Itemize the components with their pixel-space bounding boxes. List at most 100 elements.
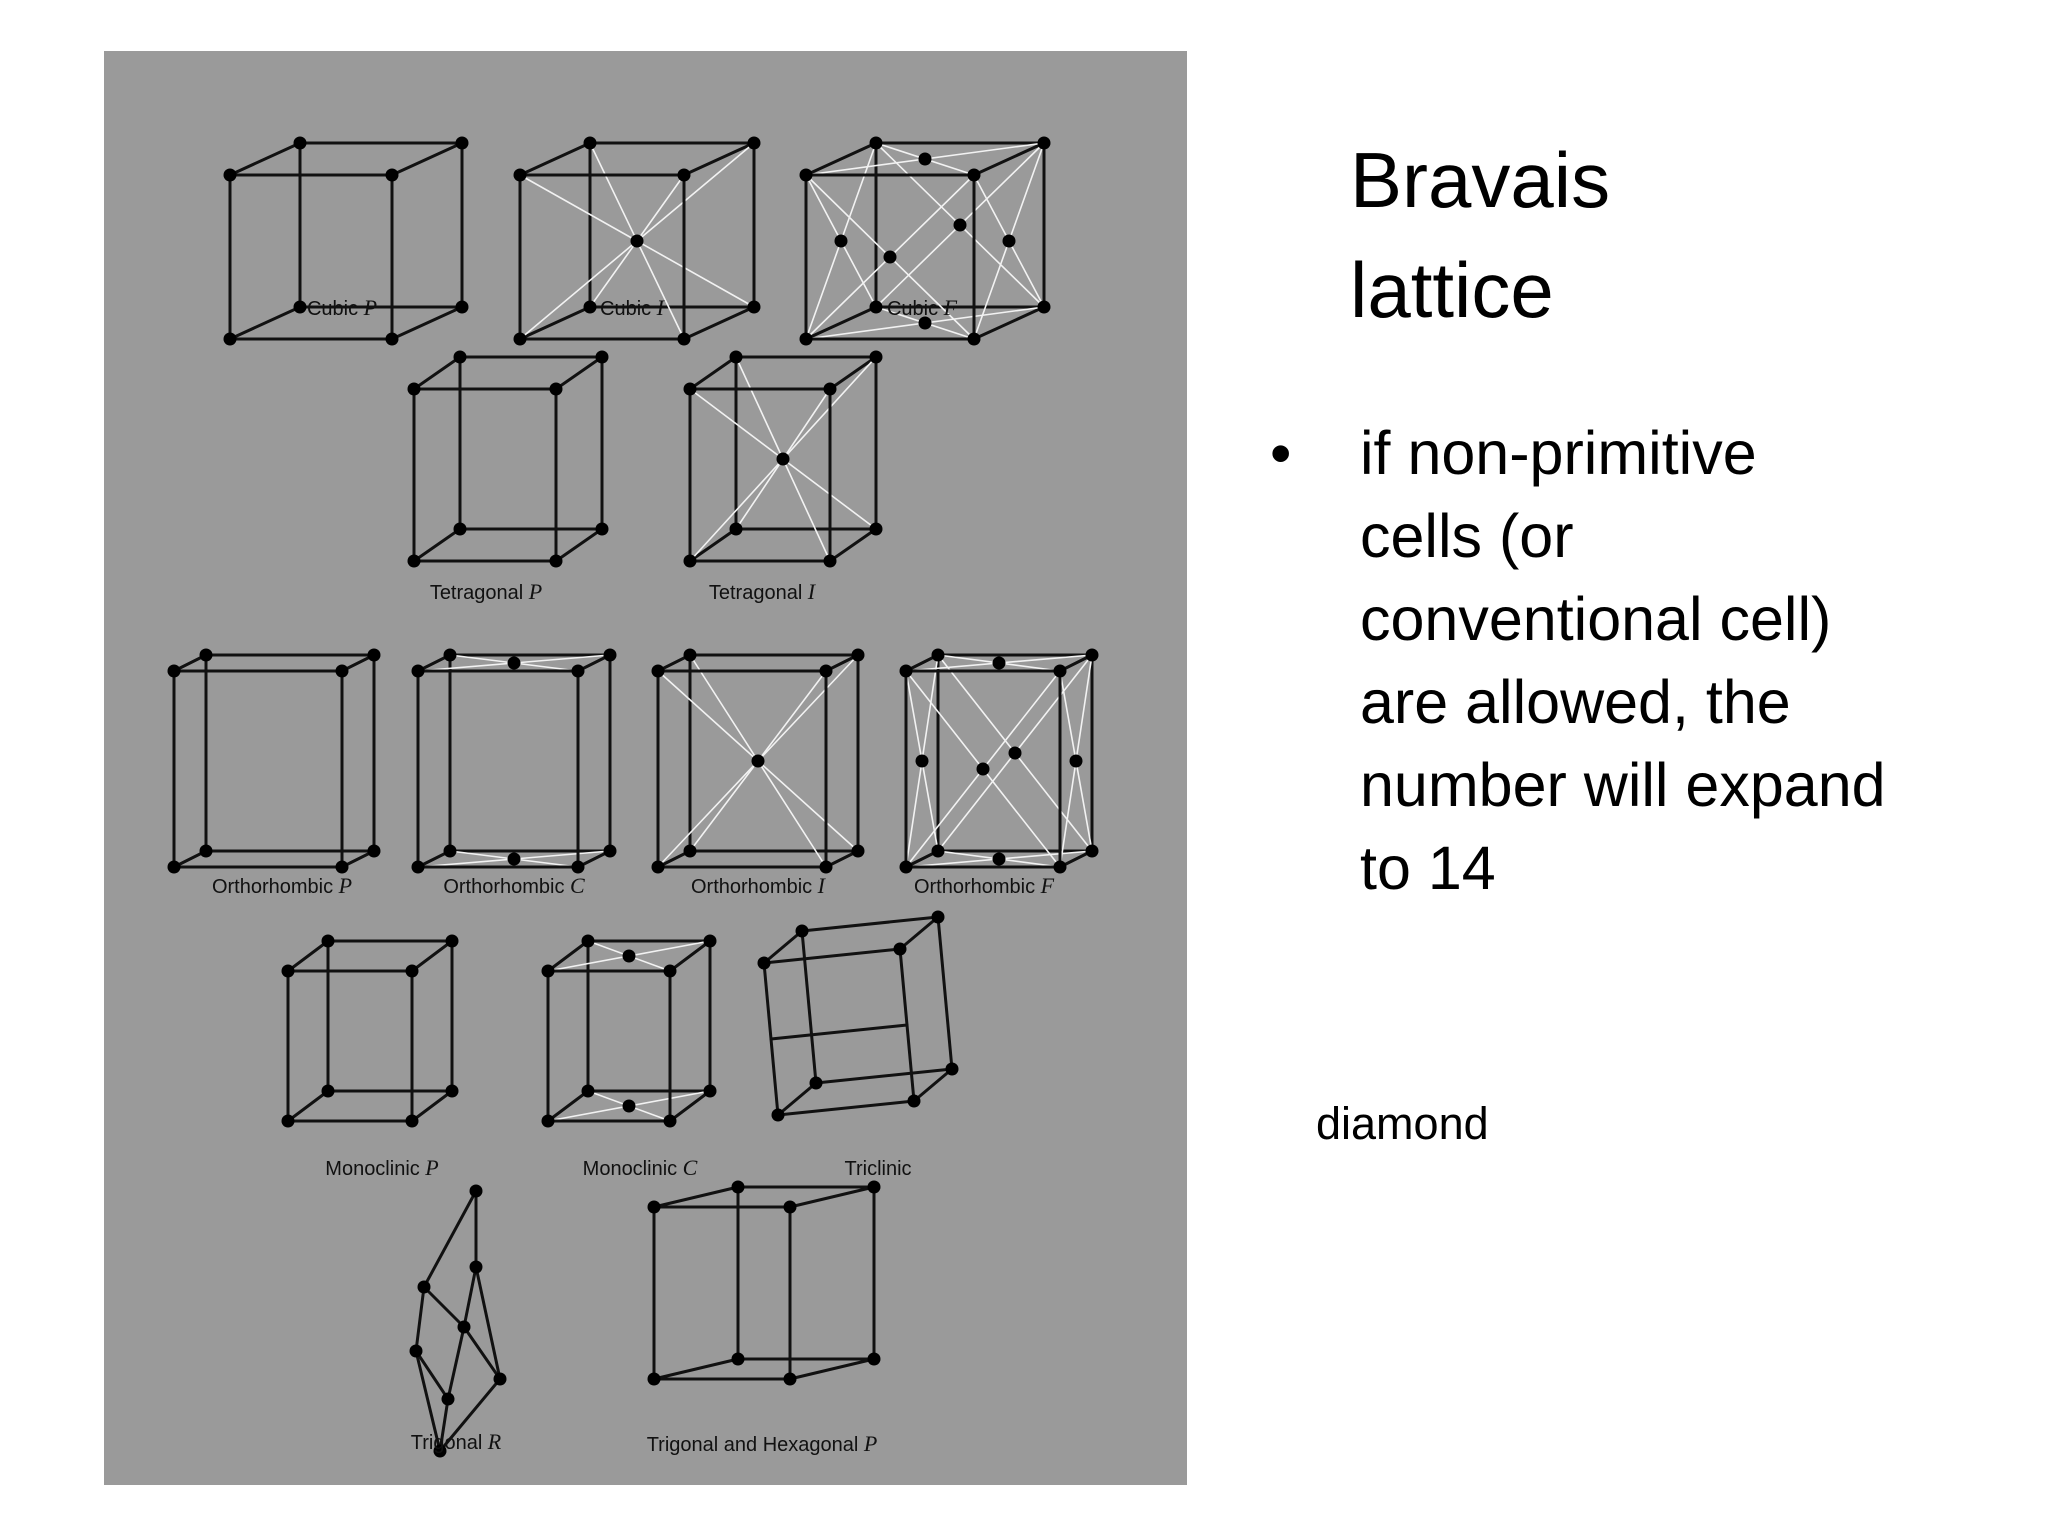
lattice-point: [823, 554, 837, 568]
lattice-label-centering: F: [938, 295, 958, 320]
lattice-label-name: Cubic: [600, 298, 651, 320]
lattice-point: [469, 1184, 483, 1198]
lattice-point: [783, 1200, 797, 1214]
lattice-point: [549, 554, 563, 568]
lattice-label-name: Monoclinic: [583, 1158, 677, 1180]
lattice-point: [407, 382, 421, 396]
lattice-label-centering: C: [564, 873, 585, 898]
lattice-edge: [228, 305, 302, 341]
lattice-point: [223, 332, 237, 346]
lattice-point: [799, 332, 813, 346]
lattice-label: Orthorhombic C: [443, 873, 585, 898]
lattice-point: [167, 860, 181, 874]
lattice-point: [819, 860, 833, 874]
bullet-line-2: cells (or: [1360, 502, 1574, 570]
lattice-label-name: Monoclinic: [325, 1158, 419, 1180]
lattice-4: Tetragonal P: [407, 350, 609, 604]
lattice-point: [851, 844, 865, 858]
lattice-5: Tetragonal I: [683, 350, 883, 604]
lattice-point: [223, 168, 237, 182]
lattice-label-centering: P: [858, 1431, 877, 1456]
face-center-point: [1069, 754, 1083, 768]
lattice-point: [809, 1076, 823, 1090]
lattice-edge: [462, 1265, 478, 1329]
bullet-text: if non-primitive cells (or conventional …: [1360, 412, 1886, 910]
lattice-point: [603, 844, 617, 858]
lattice-point: [571, 860, 585, 874]
lattice-point: [453, 350, 467, 364]
bullet-line-3: conventional cell): [1360, 585, 1832, 653]
lattice-point: [321, 1084, 335, 1098]
lattice-point: [729, 522, 743, 536]
face-center-point: [883, 250, 897, 264]
lattice-edge: [518, 305, 592, 341]
lattice-10: Monoclinic P: [281, 934, 459, 1180]
lattice-edge: [286, 939, 330, 973]
lattice-point: [795, 924, 809, 938]
lattice-edge: [414, 1349, 450, 1401]
lattice-point: [469, 1260, 483, 1274]
lattice-point: [799, 168, 813, 182]
lattice-label-centering: P: [333, 873, 352, 898]
lattice-edge: [546, 939, 590, 973]
lattice-label-name: Tetragonal: [709, 582, 802, 604]
lattice-point: [747, 136, 761, 150]
lattice-point: [771, 1108, 785, 1122]
lattice-point: [541, 1114, 555, 1128]
lattice-point: [893, 942, 907, 956]
lattice-point: [1085, 648, 1099, 662]
bullet-line-4: are allowed, the: [1360, 668, 1791, 736]
face-center-point: [507, 656, 521, 670]
face-center-point: [976, 762, 990, 776]
lattice-point: [869, 136, 883, 150]
lattice-point: [405, 964, 419, 978]
lattice-9: Orthorhombic F: [899, 648, 1099, 898]
lattice-point: [293, 300, 307, 314]
lattice-point: [1085, 844, 1099, 858]
lattice-point: [869, 350, 883, 364]
body-center-point: [630, 234, 644, 248]
lattice-6: Orthorhombic P: [167, 648, 381, 898]
lattice-point: [455, 300, 469, 314]
lattice-edge: [668, 939, 712, 973]
lattice-label-centering: I: [802, 579, 817, 604]
lattice-edge: [438, 1397, 450, 1453]
lattice-point: [663, 1114, 677, 1128]
lattice-point: [967, 332, 981, 346]
face-center-point: [622, 1099, 636, 1113]
lattice-label: Orthorhombic P: [212, 873, 352, 898]
lattice-label: Monoclinic P: [325, 1155, 438, 1180]
lattice-point: [513, 168, 527, 182]
lattice-point: [167, 664, 181, 678]
body-center-point: [751, 754, 765, 768]
lattice-edge: [814, 1067, 954, 1085]
lattice-point: [443, 648, 457, 662]
lattice-edge: [688, 527, 738, 563]
lattice-point: [417, 1280, 431, 1294]
lattice-point: [683, 844, 697, 858]
lattice-point: [385, 168, 399, 182]
lattice-label-name: Orthorhombic: [443, 876, 564, 898]
lattice-label-name: Trigonal and Hexagonal: [647, 1434, 859, 1456]
lattice-point: [455, 136, 469, 150]
lattice-point: [493, 1372, 507, 1386]
bullet-line-1: if non-primitive: [1360, 419, 1757, 487]
lattice-edge: [438, 1377, 502, 1453]
lattice-point: [869, 300, 883, 314]
lattice-point: [819, 664, 833, 678]
face-center-point: [918, 152, 932, 166]
lattice-point: [335, 860, 349, 874]
lattice-point: [651, 860, 665, 874]
lattice-label-centering: I: [812, 873, 827, 898]
lattice-edge: [462, 1325, 502, 1381]
slide-title: Bravais lattice: [1350, 125, 1610, 345]
lattice-edge: [898, 947, 916, 1103]
face-center-point: [915, 754, 929, 768]
lattice-edge: [804, 305, 878, 341]
lattice-label-name: Trigonal: [411, 1432, 483, 1454]
lattice-label: Trigonal R: [411, 1429, 502, 1454]
lattice-edge: [898, 915, 940, 951]
lattice-point: [783, 1372, 797, 1386]
lattice-edge: [762, 961, 780, 1117]
lattice-point: [703, 934, 717, 948]
